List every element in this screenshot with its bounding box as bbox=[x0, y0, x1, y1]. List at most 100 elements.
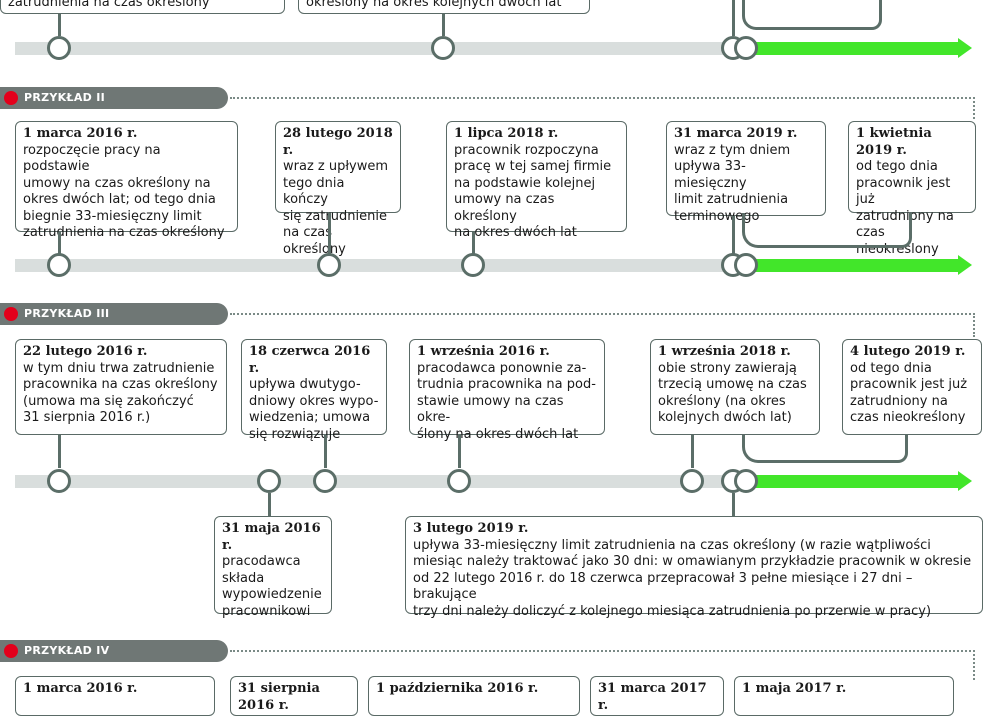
timeline-arrow bbox=[958, 38, 972, 58]
event-text: wraz z upływem tego dnia kończy się zatr… bbox=[283, 159, 389, 257]
event-date: 1 października 2016 r. bbox=[376, 681, 539, 696]
red-dot-icon bbox=[4, 91, 18, 105]
event-text: upływa 33-miesięczny limit zatrudnienia … bbox=[413, 537, 972, 619]
event-box: 1 maja 2017 r. bbox=[734, 676, 954, 716]
event-date: 1 maja 2017 r. bbox=[742, 681, 847, 696]
event-date: 28 lutego 2018 r. bbox=[283, 126, 393, 158]
connector-curve bbox=[742, 213, 912, 248]
section-banner: PRZYKŁAD II bbox=[0, 87, 228, 109]
timeline-node bbox=[734, 469, 758, 493]
timeline-arrow bbox=[958, 255, 972, 275]
connector-curve bbox=[742, 435, 908, 463]
timeline-node bbox=[680, 469, 704, 493]
timeline-node bbox=[47, 469, 71, 493]
event-text: obie strony zawierają trzecią umowę na c… bbox=[658, 360, 807, 426]
connector-stem bbox=[732, 216, 735, 254]
timeline-node bbox=[431, 36, 455, 60]
event-text: określony na okres kolejnych dwóch lat bbox=[306, 0, 562, 10]
connector-stem bbox=[268, 493, 271, 516]
dotted-line bbox=[973, 650, 975, 680]
connector-stem bbox=[324, 435, 327, 468]
dotted-line bbox=[973, 97, 975, 119]
timeline-arrow bbox=[958, 471, 972, 491]
event-date: 1 września 2018 r. bbox=[658, 344, 791, 359]
timeline-track bbox=[15, 259, 745, 272]
timeline-node bbox=[313, 469, 337, 493]
event-date: 3 lutego 2019 r. bbox=[413, 521, 529, 536]
event-text: zatrudnienia na czas określony bbox=[8, 0, 210, 10]
connector-stem bbox=[58, 435, 61, 468]
event-date: 31 maja 2016 r. bbox=[222, 521, 321, 553]
event-date: 31 sierpnia 2016 r. bbox=[238, 681, 320, 713]
event-box: 1 marca 2016 r. rozpoczęcie pracy na pod… bbox=[15, 121, 238, 240]
timeline-node bbox=[734, 36, 758, 60]
event-box: 1 marca 2016 r. bbox=[15, 676, 215, 716]
event-box: 28 lutego 2018 r. wraz z upływem tego dn… bbox=[275, 121, 401, 257]
event-date: 31 marca 2019 r. bbox=[674, 126, 798, 141]
event-date: 1 lipca 2018 r. bbox=[454, 126, 559, 141]
timeline-node bbox=[461, 253, 485, 277]
timeline-node bbox=[317, 253, 341, 277]
event-text: pracodawca składa wypowiedzenie pracowni… bbox=[222, 554, 322, 619]
event-date: 4 lutego 2019 r. bbox=[850, 344, 966, 359]
dotted-line bbox=[230, 97, 975, 99]
timeline-indefinite-segment bbox=[745, 42, 960, 55]
timeline-track bbox=[15, 475, 745, 488]
event-text: wraz z tym dniem upływa 33-miesięczny li… bbox=[674, 142, 791, 224]
connector-curve bbox=[742, 0, 882, 30]
section-banner: PRZYKŁAD IV bbox=[0, 640, 228, 662]
timeline-indefinite-segment bbox=[745, 475, 960, 488]
event-text: od tego dnia pracownik jest już zatrudni… bbox=[850, 360, 968, 426]
event-date: 22 lutego 2016 r. bbox=[23, 344, 148, 359]
event-date: 1 września 2016 r. bbox=[417, 344, 550, 359]
event-text: pracownik rozpoczyna pracę w tej samej f… bbox=[454, 142, 612, 241]
event-box: 31 maja 2016 r. pracodawca składa wypowi… bbox=[214, 516, 332, 619]
timeline-node bbox=[257, 469, 281, 493]
event-box: 1 lipca 2018 r. pracownik rozpoczyna pra… bbox=[446, 121, 627, 240]
connector-stem bbox=[58, 232, 61, 254]
dotted-line bbox=[973, 313, 975, 337]
event-date: 1 marca 2016 r. bbox=[23, 126, 138, 141]
timeline-node bbox=[447, 469, 471, 493]
timeline-node bbox=[47, 253, 71, 277]
event-date: 1 marca 2016 r. bbox=[23, 681, 138, 696]
red-dot-icon bbox=[4, 307, 18, 321]
event-box: 22 lutego 2016 r. w tym dniu trwa zatrud… bbox=[15, 339, 227, 435]
event-box: 1 września 2018 r. obie strony zawierają… bbox=[650, 339, 820, 435]
event-text: pracodawca ponownie za- trudnia pracowni… bbox=[417, 360, 596, 442]
connector-stem bbox=[328, 213, 331, 254]
top-event-box-1: zatrudnienia na czas określony bbox=[0, 0, 285, 14]
event-text: rozpoczęcie pracy na podstawie umowy na … bbox=[23, 142, 225, 241]
connector-stem bbox=[472, 232, 475, 254]
timeline-track bbox=[15, 42, 745, 55]
dotted-line bbox=[230, 650, 975, 652]
section-banner: PRZYKŁAD III bbox=[0, 303, 228, 325]
event-date: 1 kwietnia 2019 r. bbox=[856, 126, 932, 158]
timeline-node bbox=[734, 253, 758, 277]
top-event-box-2: określony na okres kolejnych dwóch lat bbox=[298, 0, 590, 14]
event-box: 18 czerwca 2016 r. upływa dwutygo- dniow… bbox=[241, 339, 387, 442]
event-box: 31 marca 2017 r. bbox=[590, 676, 724, 716]
event-box: 1 kwietnia 2019 r. od tego dnia pracowni… bbox=[848, 121, 976, 257]
event-text: w tym dniu trwa zatrudnienie pracownika … bbox=[23, 360, 218, 426]
event-box: 4 lutego 2019 r. od tego dnia pracownik … bbox=[842, 339, 982, 435]
event-date: 18 czerwca 2016 r. bbox=[249, 344, 371, 376]
event-text: upływa dwutygo- dniowy okres wypo- wiedz… bbox=[249, 377, 379, 442]
connector-stem bbox=[58, 14, 61, 36]
timeline-indefinite-segment bbox=[745, 259, 960, 272]
event-text: od tego dnia pracownik jest już zatrudni… bbox=[856, 159, 954, 257]
connector-stem bbox=[732, 493, 735, 516]
connector-stem bbox=[458, 435, 461, 468]
dotted-line bbox=[230, 313, 975, 315]
event-box: 3 lutego 2019 r. upływa 33-miesięczny li… bbox=[405, 516, 983, 619]
red-dot-icon bbox=[4, 644, 18, 658]
event-box: 31 sierpnia 2016 r. bbox=[230, 676, 358, 716]
connector-stem bbox=[732, 0, 735, 36]
event-box: 1 października 2016 r. bbox=[368, 676, 580, 716]
event-box: 1 września 2016 r. pracodawca ponownie z… bbox=[409, 339, 605, 442]
event-date: 31 marca 2017 r. bbox=[598, 681, 707, 713]
connector-stem bbox=[442, 14, 445, 36]
connector-stem bbox=[691, 435, 694, 468]
timeline-node bbox=[47, 36, 71, 60]
event-box: 31 marca 2019 r. wraz z tym dniem upływa… bbox=[666, 121, 826, 224]
